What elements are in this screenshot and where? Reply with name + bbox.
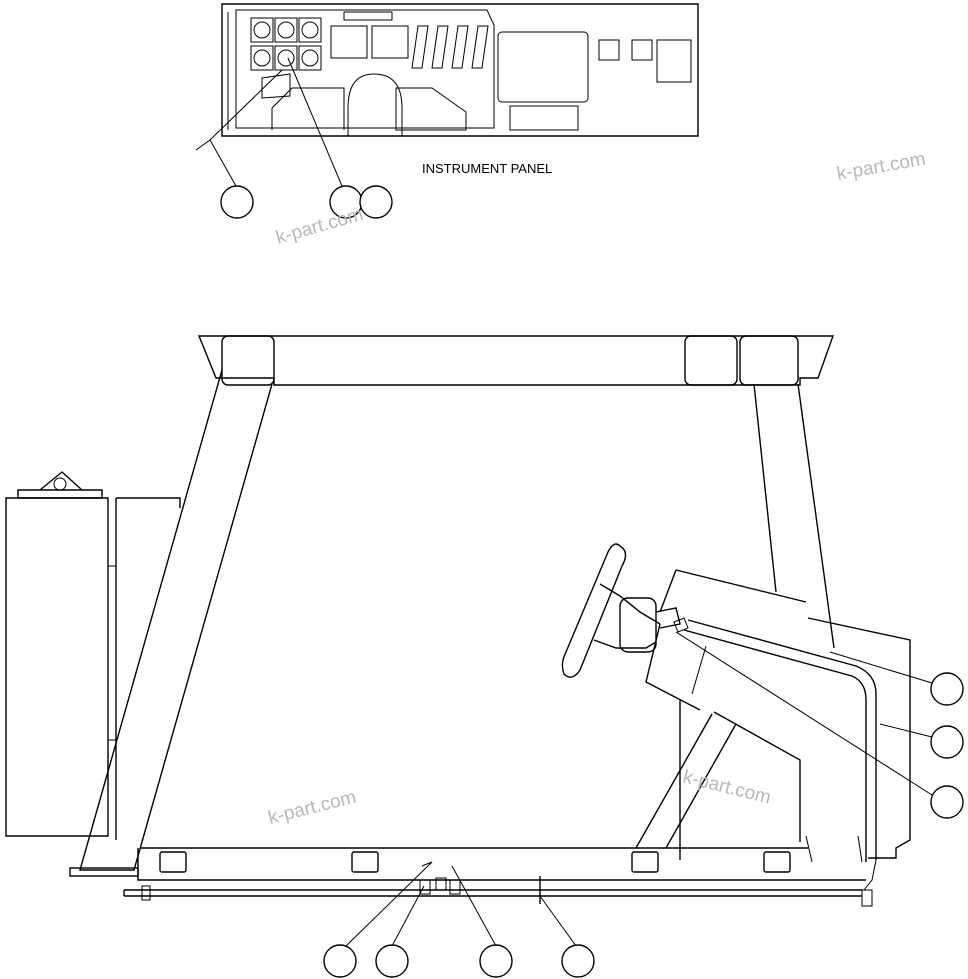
instrument-panel: INSTRUMENT PANEL <box>195 3 699 219</box>
callout-bubble <box>220 185 254 219</box>
callout-bubble <box>930 785 964 819</box>
callout-bubble <box>479 944 513 978</box>
callout-bubble <box>930 725 964 759</box>
callout-bubble <box>359 185 393 219</box>
watermark: k-part.com <box>266 787 358 829</box>
floor-rail <box>137 847 866 881</box>
callout-bubble <box>375 944 409 978</box>
watermark: k-part.com <box>835 149 927 185</box>
gauge-cluster <box>250 17 322 99</box>
steering-console <box>561 543 933 863</box>
switch-bank <box>411 25 489 69</box>
watermark: k-part.com <box>681 766 773 808</box>
callout-bubble <box>323 944 357 978</box>
watermark: k-part.com <box>274 204 366 249</box>
instrument-panel-label: INSTRUMENT PANEL <box>422 161 552 176</box>
callout-bubble <box>930 672 964 706</box>
callout-bubble <box>561 944 595 978</box>
floor-harness <box>123 859 877 947</box>
engine-hood <box>5 471 181 840</box>
